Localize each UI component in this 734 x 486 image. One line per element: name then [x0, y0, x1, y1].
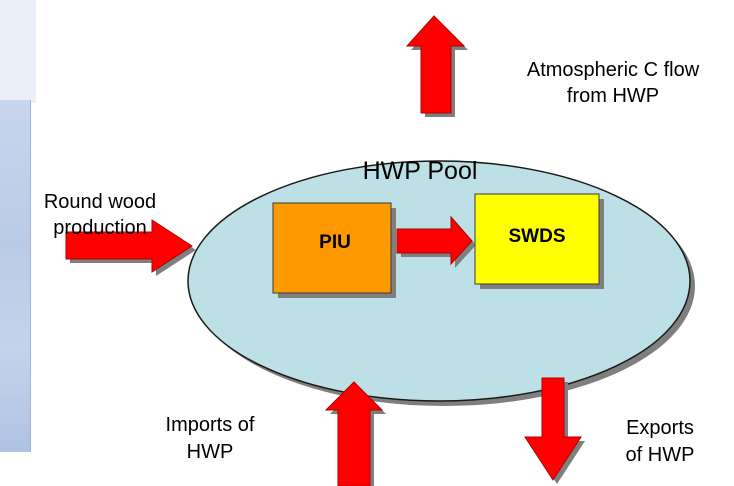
imports-label-line2: HWP [186, 441, 234, 463]
roundwood-label-line2: production [53, 217, 147, 239]
exports-label-line1: Exports [626, 417, 694, 439]
imports-flow-arrow [324, 381, 384, 486]
swds-box [474, 193, 600, 285]
exports-label-line2: of HWP [625, 444, 695, 466]
imports-label-line1: Imports of [165, 414, 255, 436]
slide-side-decoration [0, 0, 36, 486]
piu-box [272, 202, 392, 294]
hwp-pool-ellipse [187, 160, 691, 402]
swds-label: SWDS [508, 226, 566, 247]
exports-flow-arrow [524, 377, 582, 481]
side-map-image [0, 100, 31, 452]
hwp-pool-label: HWP Pool [362, 157, 478, 185]
roundwood-label-line1: Round wood [43, 191, 157, 213]
atmospheric-flow-label-line1: Atmospheric C flow [526, 59, 700, 81]
piu-to-swds-arrow [396, 215, 473, 266]
roundwood-flow-arrow [65, 219, 193, 273]
atmospheric-flow-arrow [405, 15, 466, 114]
atmospheric-flow-label-line2: from HWP [566, 85, 660, 107]
side-top-band [0, 0, 36, 103]
piu-label: PIU [319, 232, 351, 253]
